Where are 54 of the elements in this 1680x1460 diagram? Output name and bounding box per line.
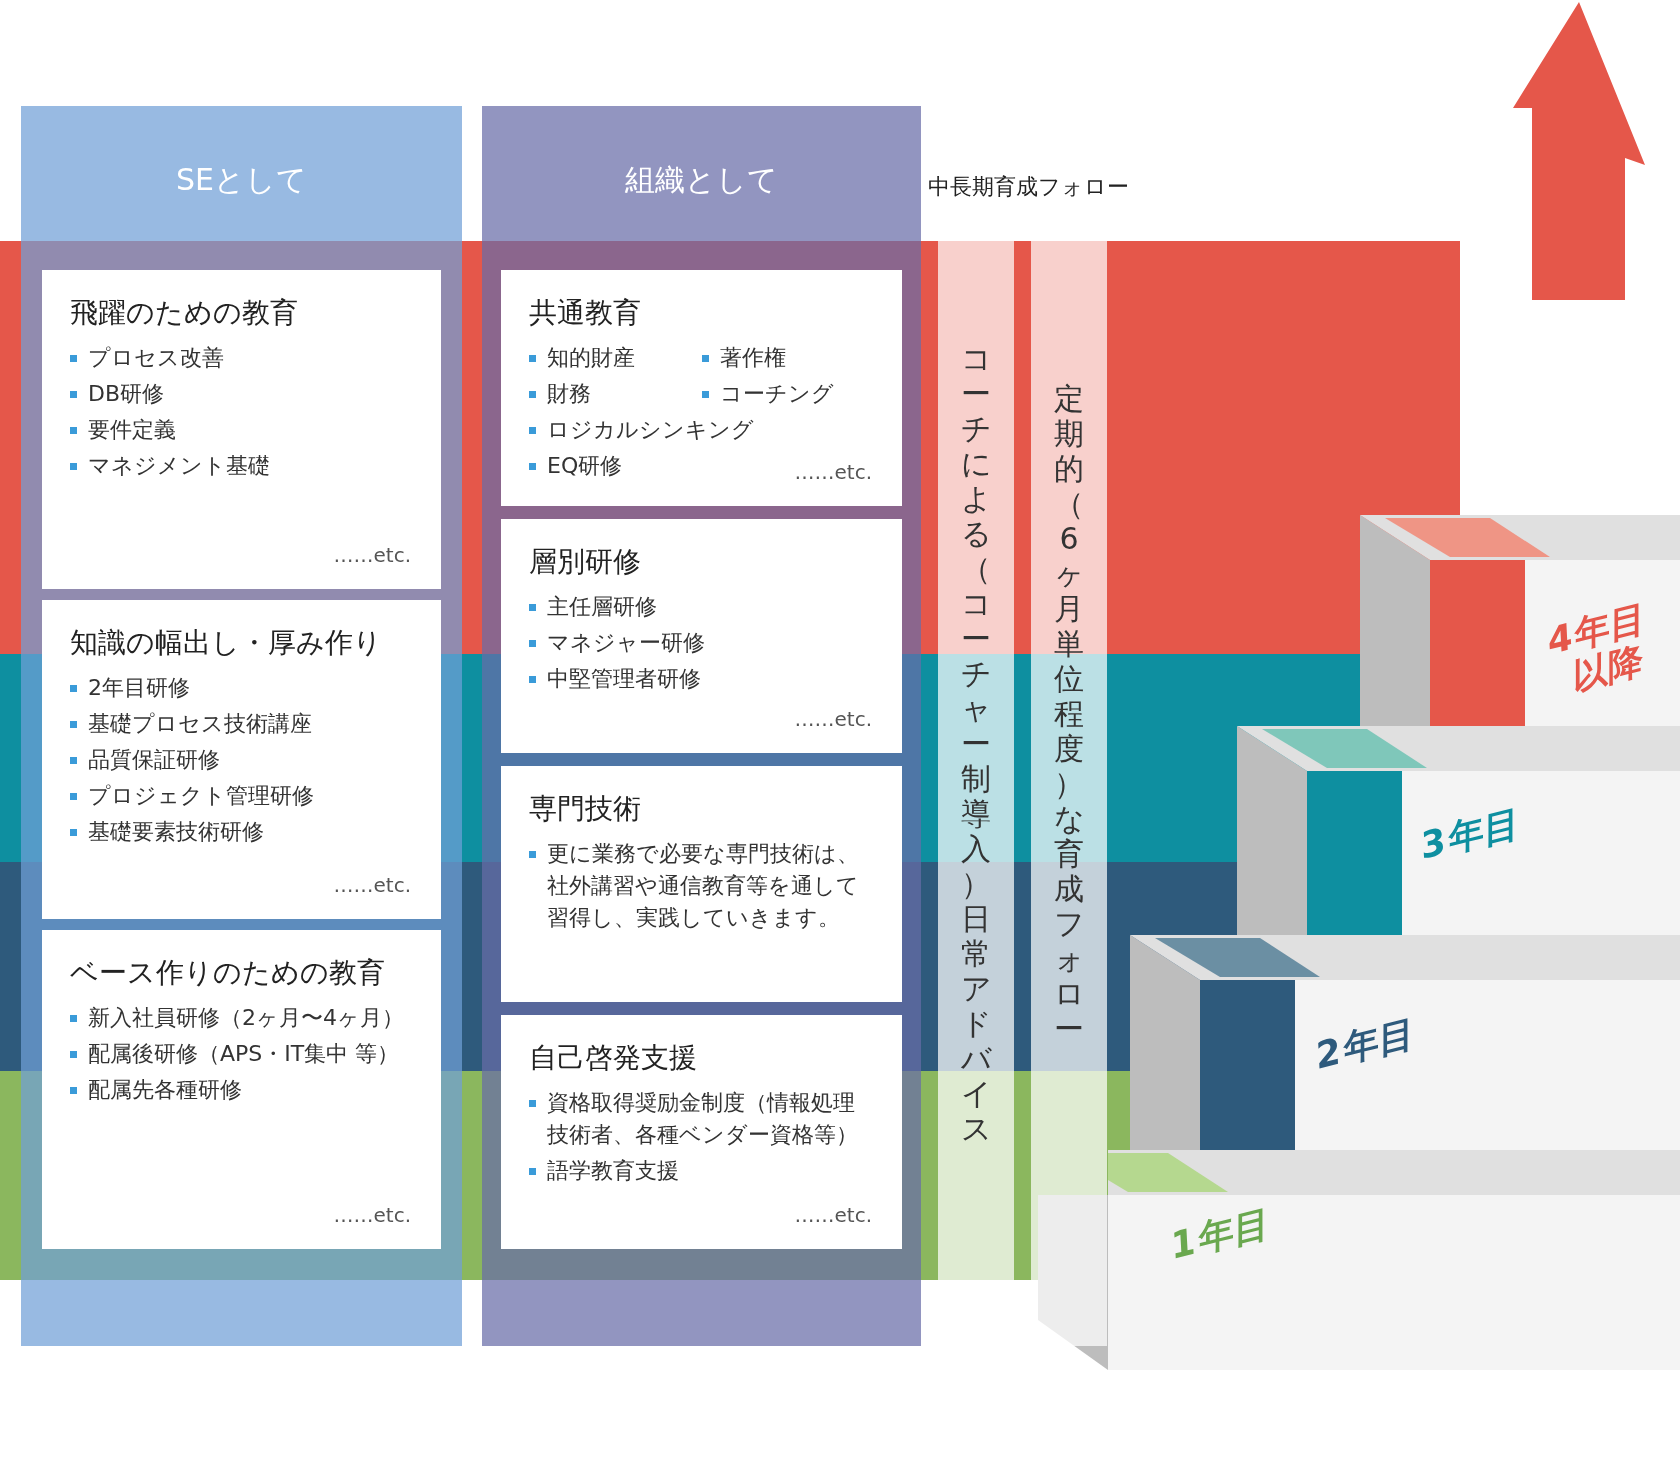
column-panel xyxy=(482,106,921,1346)
etc-note: ……etc. xyxy=(794,707,872,731)
year-label: 2年目 xyxy=(1311,1013,1416,1077)
list-item: マネジャー研修 xyxy=(529,627,705,659)
info-card xyxy=(42,270,441,589)
column-heading: SEとして xyxy=(175,161,308,199)
list-item: 知的財産 xyxy=(529,342,635,374)
list-item: 配属先各種研修 xyxy=(70,1074,242,1106)
list-item: 品質保証研修 xyxy=(70,744,220,776)
list-item: 配属後研修（APS・IT集中 等） xyxy=(70,1038,400,1070)
etc-note: ……etc. xyxy=(333,873,411,897)
column-heading: 組織として xyxy=(624,161,779,199)
year-label: 1年目 xyxy=(1166,1203,1271,1267)
card-heading: 自己啓発支援 xyxy=(529,1040,697,1076)
list-item: プロジェクト管理研修 xyxy=(70,780,314,812)
vertical-banner: 定期的（6ヶ月単位程度）な育成フォロー xyxy=(1031,241,1107,1346)
list-item: 主任層研修 xyxy=(529,591,657,623)
info-card xyxy=(501,1015,902,1249)
list-item: DB研修 xyxy=(70,378,165,410)
card-heading: 専門技術 xyxy=(529,791,641,827)
list-item: EQ研修 xyxy=(529,450,623,482)
list-item: 更に業務で必要な専門技術は、社外講習や通信教育等を通して習得し、実践していきます。 xyxy=(529,838,874,934)
list-item: 基礎要素技術研修 xyxy=(70,816,264,848)
etc-note: ……etc. xyxy=(333,1203,411,1227)
card-heading: 知識の幅出し・厚み作り xyxy=(70,625,382,661)
info-card xyxy=(42,600,441,919)
column-panel xyxy=(21,106,462,1346)
list-item: 要件定義 xyxy=(70,414,176,446)
etc-note: ……etc. xyxy=(794,1203,872,1227)
list-item: 中堅管理者研修 xyxy=(529,663,701,695)
card-heading: 層別研修 xyxy=(529,544,641,580)
list-item: 2年目研修 xyxy=(70,672,190,704)
info-card xyxy=(501,766,902,1002)
list-item: 著作権 xyxy=(701,342,786,374)
list-item: プロセス改善 xyxy=(70,342,224,374)
list-item: ロジカルシンキング xyxy=(529,414,754,446)
info-card xyxy=(501,519,902,753)
etc-note: ……etc. xyxy=(333,543,411,567)
list-item: コーチング xyxy=(701,378,834,410)
info-card xyxy=(501,270,902,506)
card-heading: 飛躍のための教育 xyxy=(70,295,298,331)
card-heading: ベース作りのための教育 xyxy=(70,955,385,991)
section-heading: 中長期育成フォロー xyxy=(928,173,1129,201)
info-card xyxy=(42,930,441,1249)
list-item: マネジメント基礎 xyxy=(70,450,270,482)
etc-note: ……etc. xyxy=(794,460,872,484)
card-heading: 共通教育 xyxy=(529,295,641,331)
list-item: 語学教育支援 xyxy=(529,1155,679,1187)
year-label: 3年目 xyxy=(1416,803,1521,867)
list-item: 基礎プロセス技術講座 xyxy=(70,708,312,740)
list-item: 新入社員研修（2ヶ月〜4ヶ月） xyxy=(70,1002,404,1034)
year-label: 4年目以降 xyxy=(1536,597,1664,703)
list-item: 資格取得奨励金制度（情報処理技術者、各種ベンダー資格等） xyxy=(529,1087,874,1151)
list-item: 財務 xyxy=(529,378,591,410)
